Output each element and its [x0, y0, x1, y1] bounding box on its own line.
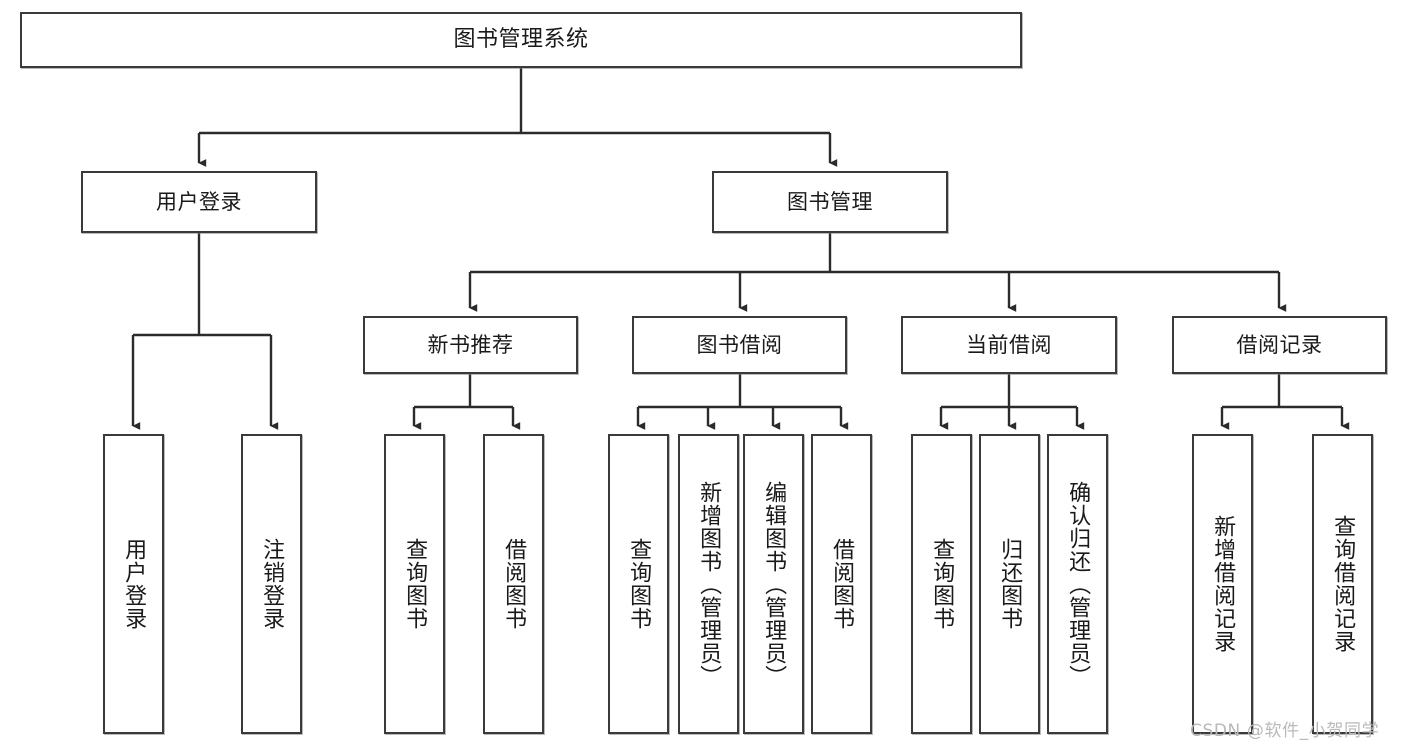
node-leaf-edit-book-admin[interactable]: 编辑图书（管理员） [743, 434, 804, 734]
node-label: 新书推荐 [427, 332, 514, 357]
node-leaf-add-book-admin[interactable]: 新增图书（管理员） [678, 434, 739, 734]
node-label: 图书管理系统 [453, 27, 589, 53]
node-leaf-current-query-book[interactable]: 查询图书 [911, 434, 972, 734]
node-label: 查询借阅记录 [1330, 515, 1356, 653]
node-leaf-user-login[interactable]: 用户登录 [103, 434, 164, 734]
node-label: 借阅图书 [829, 538, 855, 630]
node-label: 查询图书 [929, 538, 955, 630]
node-leaf-user-logout[interactable]: 注销登录 [241, 434, 302, 734]
node-label: 图书管理 [787, 189, 873, 214]
node-root-system[interactable]: 图书管理系统 [20, 12, 1022, 68]
node-label: 图书借阅 [696, 332, 783, 357]
node-leaf-confirm-return-admin[interactable]: 确认归还（管理员） [1047, 434, 1108, 734]
node-label: 借阅记录 [1236, 332, 1323, 357]
node-leaf-recommend-query-book[interactable]: 查询图书 [384, 434, 445, 734]
node-leaf-add-borrow-record[interactable]: 新增借阅记录 [1192, 434, 1253, 734]
node-label: 归还图书 [997, 538, 1023, 630]
node-label: 当前借阅 [966, 332, 1052, 357]
node-label: 借阅图书 [501, 538, 527, 630]
node-leaf-borrow-lend-book[interactable]: 借阅图书 [811, 434, 872, 734]
csdn-watermark: CSDN @软件_小贺同学 [1190, 721, 1380, 741]
node-leaf-borrow-query-book[interactable]: 查询图书 [608, 434, 669, 734]
node-user-login[interactable]: 用户登录 [81, 171, 317, 233]
node-leaf-recommend-borrow-book[interactable]: 借阅图书 [483, 434, 544, 734]
node-label: 确认归还（管理员） [1065, 480, 1091, 688]
node-label: 编辑图书（管理员） [761, 480, 787, 688]
node-borrowing-records[interactable]: 借阅记录 [1172, 316, 1387, 374]
node-leaf-return-book[interactable]: 归还图书 [979, 434, 1040, 734]
node-label: 查询图书 [626, 538, 652, 630]
node-leaf-query-borrow-record[interactable]: 查询借阅记录 [1312, 434, 1373, 734]
node-label: 注销登录 [259, 538, 285, 630]
node-label: 用户登录 [121, 538, 147, 630]
node-book-borrowing[interactable]: 图书借阅 [632, 316, 847, 374]
node-label: 用户登录 [156, 189, 242, 214]
node-label: 新增借阅记录 [1210, 515, 1236, 653]
node-label: 查询图书 [402, 538, 428, 630]
node-label: 新增图书（管理员） [696, 480, 722, 688]
node-book-management[interactable]: 图书管理 [712, 171, 948, 233]
node-new-book-recommendation[interactable]: 新书推荐 [363, 316, 578, 374]
node-current-borrowing[interactable]: 当前借阅 [901, 316, 1117, 374]
